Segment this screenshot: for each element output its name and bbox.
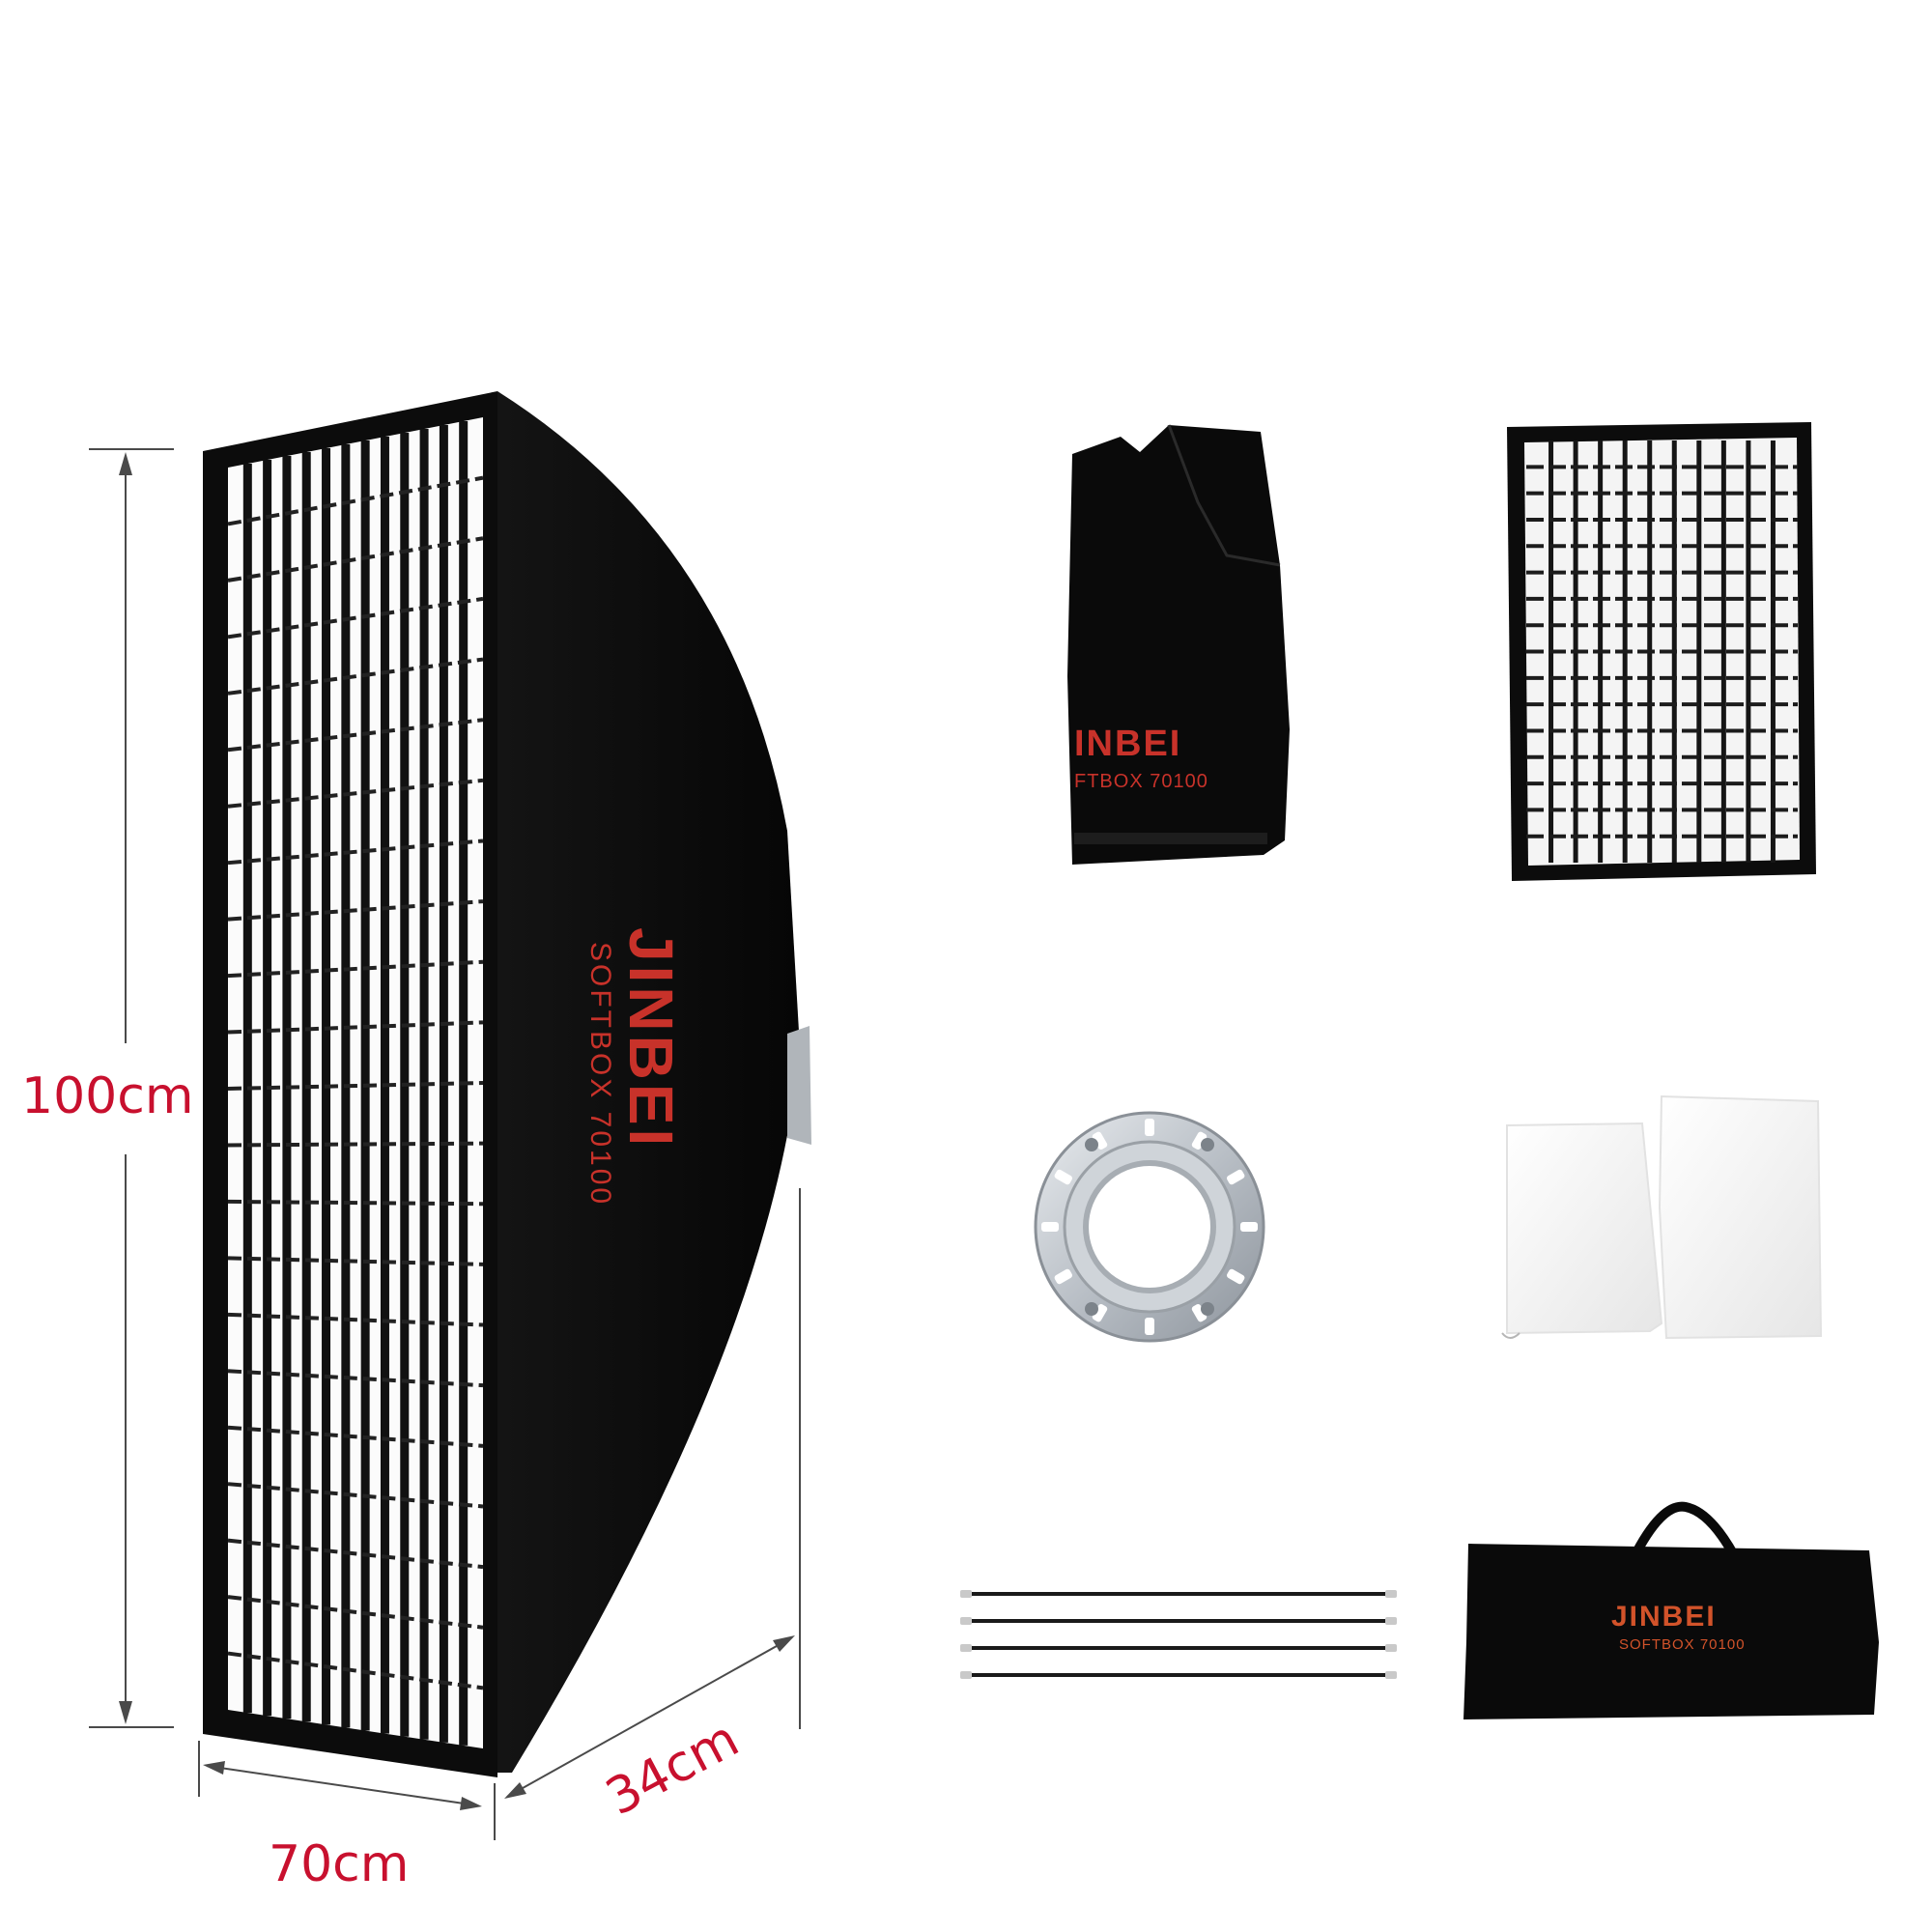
honeycomb-grid-lines [227,421,484,1746]
speedring-slot [1092,1304,1108,1322]
diffuser-cloth-outer [1658,1094,1823,1340]
speedring-slot [1145,1318,1154,1335]
softbox-with-grid-image: JINBEI SOFTBOX 70100 [203,391,811,1777]
depth-dimension [504,1188,801,1799]
speedring-slot [1054,1169,1072,1185]
width-line [206,1765,478,1806]
diffuser-cloth-inner [1506,1122,1663,1335]
carry-bag-model: SOFTBOX 70100 [1619,1636,1746,1653]
grid-row-line [227,899,484,922]
support-rods-image [960,1590,1397,1679]
support-rod-tip [960,1644,972,1652]
speedring-screw [1201,1138,1214,1151]
grid-row-line [227,778,484,809]
support-rod-tip [960,1617,972,1625]
depth-arrow-right [773,1635,795,1652]
diffuser-cloths-image [1501,1094,1823,1340]
depth-line [506,1636,793,1798]
grid-row-line [227,718,484,753]
grid-row-line [227,596,484,639]
speedring-slots [1041,1119,1258,1335]
speedring-screw [1201,1302,1214,1316]
carry-bag-handle [1628,1501,1739,1563]
grid-row-line [227,536,484,582]
softbox-brand-text: JINBEI [616,927,686,1150]
support-rod-tip [1385,1671,1397,1679]
folded-softbox-model: FTBOX 70100 [1074,771,1208,792]
softbox-model-text: SOFTBOX 70100 [584,942,616,1207]
speedring-slot [1041,1222,1059,1232]
folded-softbox-crease [1167,424,1281,567]
grid-row-line [227,1256,484,1266]
width-arrow-left [203,1761,225,1775]
speedring-slot [1227,1268,1245,1285]
grid-row-line [227,1020,484,1035]
speedring-slot [1054,1268,1072,1285]
carry-bag-body [1463,1544,1879,1719]
support-rod-tip [960,1590,972,1598]
support-rod-tip [1385,1617,1397,1625]
support-rod-tip [960,1671,972,1679]
grid-row-line [227,657,484,696]
speedring-slot [1227,1169,1245,1185]
folded-softbox-image: INBEI FTBOX 70100 [1067,424,1290,865]
folded-softbox-strap [1074,833,1267,844]
speedring-screw [1085,1302,1098,1316]
height-arrow-up [119,452,132,475]
carry-bag-brand: JINBEI [1611,1601,1717,1633]
honeycomb-grid-image [1507,422,1816,881]
softbox-mount-ring [787,1026,811,1145]
folded-softbox-brand: INBEI [1074,724,1181,764]
grid-row-line [227,1369,484,1388]
width-dimension [198,1741,496,1840]
grid-row-line [227,959,484,979]
carry-bag-image: JINBEI SOFTBOX 70100 [1463,1501,1879,1719]
grid-row-line [227,1081,484,1091]
width-arrow-right [460,1797,482,1810]
speedring-slot [1191,1131,1208,1150]
width-label: 70cm [269,1835,409,1893]
depth-label: 34cm [597,1710,749,1827]
grid-row-line [227,1595,484,1630]
diffuser-hook [1501,1332,1520,1339]
softbox-body [497,391,800,1773]
depth-arrow-left [504,1782,526,1799]
grid-row-line [227,475,484,526]
grid-diffuser-panel [228,417,483,1748]
height-dimension [89,448,174,1728]
height-label: 100cm [21,1067,194,1125]
speedring-adapter-image [1034,1111,1265,1343]
speedring-slot [1191,1304,1208,1322]
support-rod-tip [1385,1644,1397,1652]
height-arrow-down [119,1701,132,1724]
folded-softbox-body [1067,425,1290,865]
speedring-opening [1083,1160,1216,1293]
grid-row-line [227,1141,484,1148]
grid-row-line [227,1651,484,1690]
grid-row-line [227,838,484,866]
speedring-slot [1145,1119,1154,1136]
grid-row-line [227,1199,484,1207]
grid-row-line [227,1312,484,1327]
grid-row-line [227,1425,484,1448]
speedring-screw [1085,1138,1098,1151]
grid-row-line [227,1482,484,1509]
speedring-slot [1240,1222,1258,1232]
honeycomb-grid-cells [1526,440,1798,863]
speedring-slot [1092,1131,1108,1150]
grid-row-line [227,1538,484,1570]
support-rod-tip [1385,1590,1397,1598]
